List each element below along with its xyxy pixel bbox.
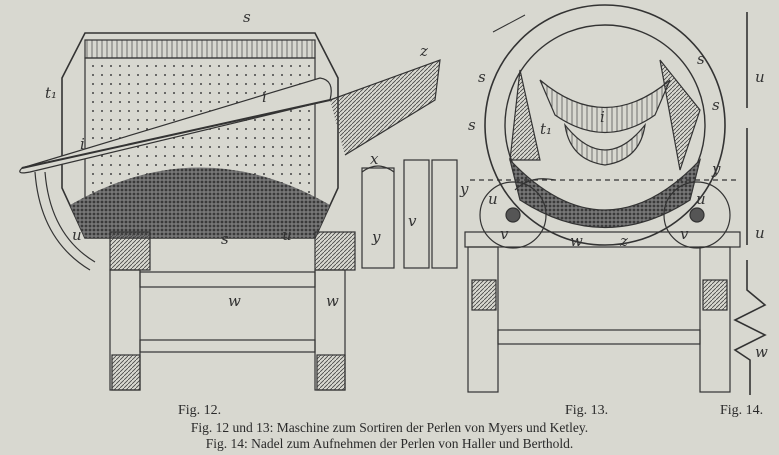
fig13-letter-u: u bbox=[696, 190, 706, 208]
fig13-letter-s: s bbox=[468, 116, 476, 134]
fig14-letter-u: u bbox=[755, 224, 765, 242]
caption-line-1: Fig. 12 und 13: Maschine zum Sortiren de… bbox=[190, 420, 589, 435]
fig14-letter-u: u bbox=[755, 68, 765, 86]
fig12-letter-z: z bbox=[420, 42, 428, 60]
fig13-letter-s: s bbox=[478, 68, 486, 86]
fig13-letter-w: w bbox=[570, 232, 583, 250]
fig12-letter-i: i bbox=[80, 135, 85, 153]
fig12-letter-w: w bbox=[326, 292, 339, 310]
caption-line-2: Fig. 14: Nadel zum Aufnehmen der Perlen … bbox=[205, 436, 574, 451]
fig13-letter-y: y bbox=[712, 160, 721, 178]
fig12-letter-s: s bbox=[221, 230, 229, 248]
fig13-letter-i: i bbox=[600, 108, 605, 126]
fig13-letter-v: v bbox=[680, 225, 689, 243]
fig12-letter-v: v bbox=[408, 212, 417, 230]
fig12-letter-y: y bbox=[372, 228, 381, 246]
fig13-letter-y: y bbox=[460, 180, 469, 198]
fig12-letter-x: x bbox=[370, 150, 379, 168]
fig13-letter-z: z bbox=[620, 232, 628, 250]
fig12-letter-t1: t₁ bbox=[45, 84, 58, 102]
fig12-letter-u: u bbox=[282, 226, 292, 244]
fig12-letter-w: w bbox=[228, 292, 241, 310]
fig12-label: Fig. 12. bbox=[178, 403, 222, 418]
fig14-needle bbox=[733, 12, 767, 395]
fig12-letter-s: s bbox=[243, 8, 251, 26]
fig14-label: Fig. 14. bbox=[720, 403, 764, 418]
fig13-letter-u: u bbox=[488, 190, 498, 208]
fig12-letter-u: u bbox=[72, 226, 82, 244]
fig13-letter-v: v bbox=[500, 225, 509, 243]
fig13-letter-s: s bbox=[697, 50, 705, 68]
fig14-letter-w: w bbox=[755, 343, 768, 361]
fig12-drawing bbox=[19, 32, 458, 391]
fig13-letter-t1: t₁ bbox=[540, 120, 553, 138]
fig13-label: Fig. 13. bbox=[565, 403, 609, 418]
fig12-letter-i: i bbox=[262, 88, 267, 106]
fig13-letter-s: s bbox=[712, 96, 720, 114]
fig13-drawing bbox=[464, 4, 741, 393]
